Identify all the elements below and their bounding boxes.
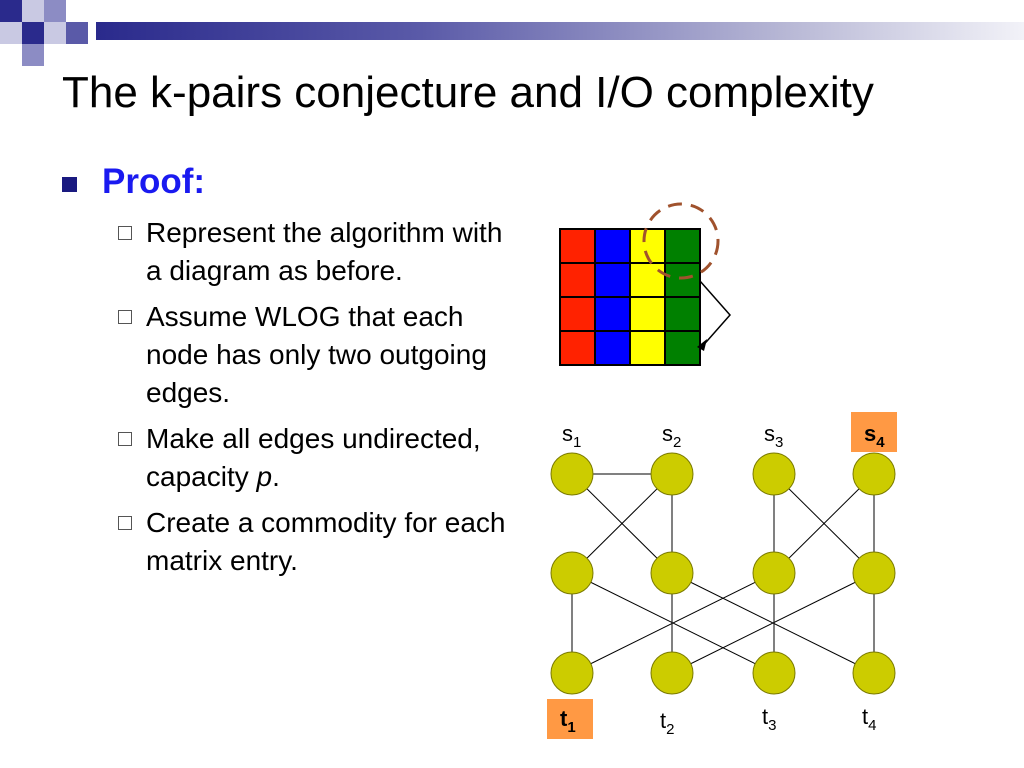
graph-node xyxy=(550,452,594,496)
matrix-cell xyxy=(629,262,666,298)
graph-node xyxy=(650,452,694,496)
bracket-arrow xyxy=(699,280,732,350)
italic-variable: p xyxy=(256,461,273,492)
highlight-circle xyxy=(642,202,720,280)
sink-label: t1 xyxy=(560,706,576,736)
deco-square xyxy=(44,22,66,44)
graph-node xyxy=(550,551,594,595)
deco-square xyxy=(66,22,88,44)
source-label: s3 xyxy=(764,421,783,451)
source-label-highlight xyxy=(851,412,897,452)
deco-square xyxy=(0,0,22,22)
matrix-cell xyxy=(664,228,701,264)
graph-node xyxy=(852,651,896,695)
sink-label: t2 xyxy=(660,708,674,738)
matrix-cell xyxy=(559,330,596,366)
list-item-text-part: Make all edges undirected, capacity xyxy=(146,423,481,492)
matrix-cell xyxy=(629,330,666,366)
source-label: s4 xyxy=(864,421,885,451)
graph-edges xyxy=(571,473,875,674)
top-decoration xyxy=(0,0,1024,66)
color-matrix xyxy=(559,228,701,366)
graph-node xyxy=(752,551,796,595)
list-item: Make all edges undirected, capacity p. xyxy=(112,420,522,496)
deco-strip xyxy=(96,22,1024,40)
proof-heading-text: Proof: xyxy=(102,162,206,201)
arrow-head-icon xyxy=(697,339,707,351)
source-label: s2 xyxy=(662,421,681,451)
list-item-text: Make all edges undirected, capacity p. xyxy=(146,420,522,496)
bullet-list: Represent the algorithm with a diagram a… xyxy=(112,214,522,588)
matrix-cell xyxy=(594,330,631,366)
graph-edge xyxy=(671,572,875,674)
matrix-cell xyxy=(559,228,596,264)
graph-labels: s1 s2 s3 s4 t1 t2 t3 t4 xyxy=(547,412,897,739)
matrix-cell xyxy=(594,228,631,264)
matrix-cell xyxy=(559,262,596,298)
list-item-text: Represent the algorithm with a diagram a… xyxy=(146,217,503,286)
sink-label: t4 xyxy=(862,704,876,734)
list-item-text: Create a commodity for each matrix entry… xyxy=(146,507,506,576)
matrix-cell xyxy=(594,296,631,332)
graph-edge xyxy=(571,473,673,574)
matrix-cell xyxy=(664,330,701,366)
source-label: s1 xyxy=(562,421,581,451)
graph-node xyxy=(852,551,896,595)
hollow-square-bullet-icon xyxy=(118,310,132,324)
deco-square xyxy=(0,22,22,44)
deco-square xyxy=(22,22,44,44)
list-item: Assume WLOG that each node has only two … xyxy=(112,298,522,412)
graph-edge xyxy=(571,572,775,674)
graph-node xyxy=(650,551,694,595)
sink-label: t3 xyxy=(762,704,776,734)
slide-title: The k-pairs conjecture and I/O complexit… xyxy=(62,68,874,117)
hollow-square-bullet-icon xyxy=(118,432,132,446)
sink-label-highlight xyxy=(547,699,593,739)
list-item-text: Assume WLOG that each node has only two … xyxy=(146,301,487,408)
hollow-square-bullet-icon xyxy=(118,226,132,240)
graph-node xyxy=(650,651,694,695)
list-item-text-part: . xyxy=(272,461,280,492)
matrix-cell xyxy=(594,262,631,298)
deco-square xyxy=(22,44,44,66)
matrix-cell xyxy=(664,296,701,332)
graph-node xyxy=(852,452,896,496)
graph-node xyxy=(550,651,594,695)
deco-square xyxy=(22,0,44,22)
square-bullet-icon xyxy=(62,177,77,192)
hollow-square-bullet-icon xyxy=(118,516,132,530)
graph-nodes xyxy=(550,452,896,695)
graph-node xyxy=(752,651,796,695)
matrix-cell xyxy=(629,296,666,332)
graph-edge xyxy=(773,473,875,574)
list-item: Create a commodity for each matrix entry… xyxy=(112,504,522,580)
list-item: Represent the algorithm with a diagram a… xyxy=(112,214,522,290)
matrix-cell xyxy=(559,296,596,332)
matrix-cell xyxy=(664,262,701,298)
deco-square xyxy=(44,0,66,22)
graph-node xyxy=(752,452,796,496)
